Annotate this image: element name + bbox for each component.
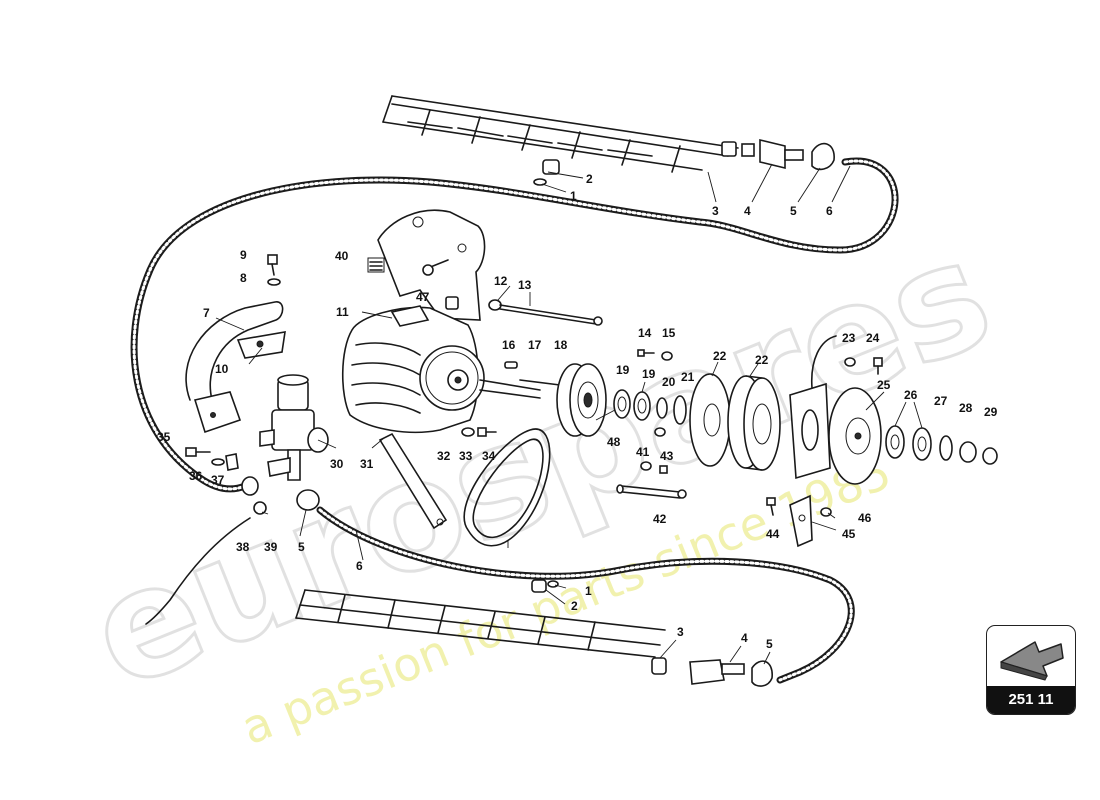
callout-20: 20	[662, 375, 676, 389]
bearings-lower	[885, 425, 998, 465]
hose-upper	[130, 157, 899, 493]
callout-4: 4	[741, 631, 748, 645]
callout-16: 16	[502, 338, 516, 352]
adjuster-link	[378, 432, 448, 530]
compressor	[341, 305, 541, 434]
callout-17: 17	[528, 338, 542, 352]
callout-5: 5	[790, 204, 797, 218]
callout-23: 23	[842, 331, 856, 345]
callout-2: 2	[586, 172, 593, 186]
callout-31: 31	[360, 457, 374, 471]
callout-19: 19	[642, 367, 656, 381]
hose-fittings	[185, 447, 320, 515]
shaft-and-key	[504, 361, 561, 386]
callout-45: 45	[842, 527, 856, 541]
callout-48: 48	[607, 435, 621, 449]
callout-18: 18	[554, 338, 568, 352]
callout-32: 32	[437, 449, 451, 463]
clip-and-pin-upper	[531, 159, 560, 593]
callout-13: 13	[518, 278, 532, 292]
callout-46: 46	[858, 511, 872, 525]
callout-12: 12	[494, 274, 508, 288]
spring	[367, 257, 385, 273]
callout-2: 2	[571, 599, 578, 613]
nut-and-washer	[461, 427, 497, 437]
clutch-rotor	[727, 375, 781, 471]
callout-27: 27	[934, 394, 948, 408]
callout-34: 34	[482, 449, 496, 463]
callout-5: 5	[298, 540, 305, 554]
callout-1: 1	[570, 189, 577, 203]
callout-47: 47	[416, 290, 430, 304]
bearing-plate	[828, 387, 882, 485]
callout-25: 25	[877, 378, 891, 392]
callout-38: 38	[236, 540, 250, 554]
callout-28: 28	[959, 401, 973, 415]
drive-belt	[463, 428, 551, 547]
callout-7: 7	[203, 306, 210, 320]
callout-43: 43	[660, 449, 674, 463]
pulley	[556, 363, 607, 437]
callout-41: 41	[636, 445, 650, 459]
wire	[145, 517, 251, 625]
bracket-45	[766, 494, 832, 548]
bracket	[185, 301, 286, 434]
callout-1: 1	[585, 584, 592, 598]
page-reference-badge: 251 11	[986, 625, 1076, 715]
callout-22: 22	[713, 349, 727, 363]
callout-3: 3	[712, 204, 719, 218]
callouts: 1 2 3 4 5 6 7 8 9 10 11 12 13 14 15 16 1…	[157, 172, 998, 651]
callout-15: 15	[662, 326, 676, 340]
callout-22: 22	[755, 353, 769, 367]
screws-23-24	[844, 357, 883, 375]
callout-29: 29	[984, 405, 998, 419]
arrow-down-left-icon	[1000, 641, 1064, 681]
callout-39: 39	[264, 540, 278, 554]
long-bolt	[445, 296, 603, 326]
callout-40: 40	[335, 249, 349, 263]
callout-14: 14	[638, 326, 652, 340]
callout-6: 6	[356, 559, 363, 573]
callout-26: 26	[904, 388, 918, 402]
compressor-mount	[377, 209, 486, 321]
callout-11: 11	[336, 305, 349, 319]
callout-24: 24	[866, 331, 880, 345]
callout-42: 42	[653, 512, 667, 526]
callout-10: 10	[215, 362, 229, 376]
pin-and-fixings	[616, 427, 687, 499]
callout-4: 4	[744, 204, 751, 218]
callout-3: 3	[677, 625, 684, 639]
callout-8: 8	[240, 271, 247, 285]
callout-37: 37	[211, 473, 225, 487]
vacuum-actuator-lower	[651, 657, 773, 687]
flap-assembly-lower	[295, 589, 666, 658]
bearings-upper	[613, 389, 687, 425]
callout-6: 6	[826, 204, 833, 218]
leader-lines	[215, 163, 923, 665]
hose-lower	[316, 506, 855, 684]
flap-assembly-upper	[382, 95, 739, 173]
clutch-coil	[789, 335, 837, 480]
callout-5: 5	[766, 637, 773, 651]
callout-35: 35	[157, 430, 171, 444]
callout-36: 36	[189, 469, 203, 483]
vacuum-valve	[259, 374, 329, 481]
callout-30: 30	[330, 457, 344, 471]
callout-33: 33	[459, 449, 473, 463]
vacuum-actuator-upper	[721, 138, 835, 171]
callout-19: 19	[616, 363, 630, 377]
clutch-disc	[689, 373, 731, 467]
screws-14-15	[637, 349, 673, 361]
callout-9: 9	[240, 248, 247, 262]
callout-44: 44	[766, 527, 780, 541]
page-reference-label: 251 11	[987, 686, 1075, 714]
screw-and-washer	[267, 254, 281, 286]
callout-21: 21	[681, 370, 695, 384]
